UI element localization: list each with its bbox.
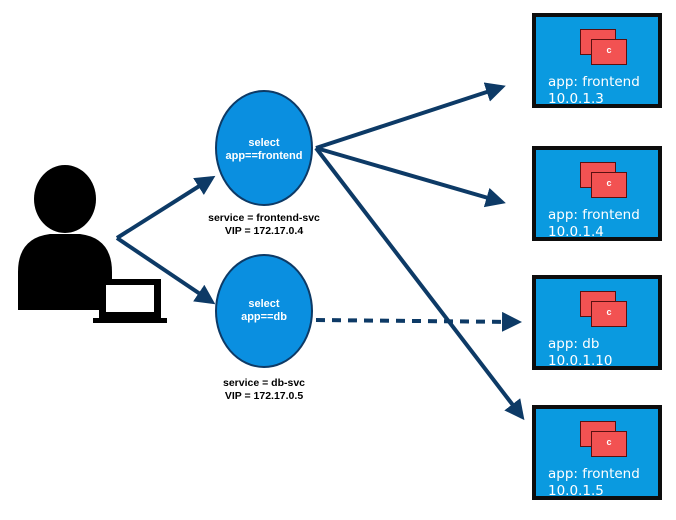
frontend-svc-to-pod-2-arrow: [315, 146, 506, 208]
pod-app-label: app: frontend: [548, 74, 640, 90]
service-selector-label: select app==frontend: [214, 137, 314, 163]
container-icon: c: [591, 172, 627, 198]
frontend-svc-to-pod-1-arrow: [315, 82, 506, 150]
selector-line: app==db: [241, 311, 287, 323]
container-icon: c: [591, 39, 627, 65]
pod-ip: 10.0.1.5: [548, 483, 604, 499]
user-to-db-svc-arrow: [115, 236, 216, 305]
service-db-ellipse: [215, 254, 313, 368]
service-vip: VIP = 172.17.0.4: [224, 225, 304, 237]
user-to-frontend-svc-arrow: [115, 175, 216, 240]
service-caption: service = frontend-svc VIP = 172.17.0.4: [184, 212, 344, 238]
service-name: service = frontend-svc: [208, 212, 320, 224]
frontend-svc-to-pod-4-arrow: [314, 146, 525, 421]
container-icon: c: [591, 431, 627, 457]
container-icon: c: [591, 301, 627, 327]
container-label: c: [606, 307, 612, 317]
service-selector-label: select app==db: [214, 298, 314, 324]
service-vip: VIP = 172.17.0.5: [224, 390, 304, 402]
user-to-services-arrows: [115, 175, 216, 305]
selector-line: app==frontend: [225, 150, 303, 162]
pod-card: c app: frontend 10.0.1.3: [532, 13, 662, 108]
container-label: c: [606, 437, 612, 447]
pod-app-label: app: db: [548, 336, 600, 352]
pod-card: c app: frontend 10.0.1.4: [532, 146, 662, 241]
selector-line: select: [248, 137, 280, 149]
user-with-laptop-icon: [18, 165, 167, 323]
service-caption: service = db-svc VIP = 172.17.0.5: [184, 377, 344, 403]
container-label: c: [606, 45, 612, 55]
selector-line: select: [248, 298, 280, 310]
container-label: c: [606, 178, 612, 188]
pod-ip: 10.0.1.3: [548, 91, 604, 107]
pod-ip: 10.0.1.4: [548, 224, 604, 240]
service-frontend-ellipse: [215, 90, 313, 206]
pod-app-label: app: frontend: [548, 466, 640, 482]
pod-ip: 10.0.1.10: [548, 353, 613, 369]
service-to-pod-arrows: [314, 82, 525, 421]
db-svc-to-pod-3-arrow: [315, 311, 522, 332]
pod-card: c app: frontend 10.0.1.5: [532, 405, 662, 500]
service-name: service = db-svc: [222, 377, 305, 389]
pod-app-label: app: frontend: [548, 207, 640, 223]
pod-card: c app: db 10.0.1.10: [532, 275, 662, 370]
